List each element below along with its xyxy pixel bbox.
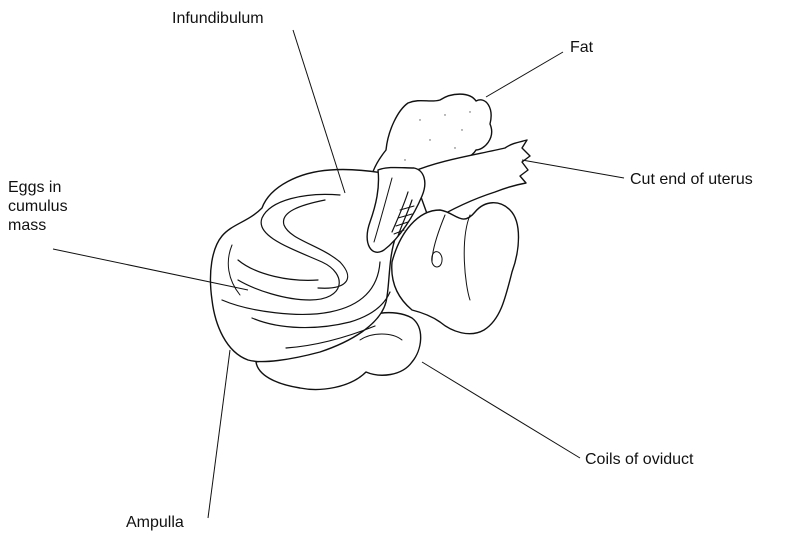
label-cut-end-of-uterus: Cut end of uterus (630, 170, 753, 189)
leader-infundibulum (293, 30, 345, 193)
leader-cut-end (522, 160, 624, 178)
leader-ampulla (208, 350, 230, 518)
label-fat: Fat (570, 38, 593, 57)
oviduct-coil-right (392, 203, 519, 334)
label-ampulla: Ampulla (126, 513, 184, 532)
leader-fat (486, 52, 563, 97)
label-eggs-line-2: cumulus (8, 197, 68, 216)
label-eggs-in-cumulus-mass: Eggs in cumulus mass (8, 178, 68, 235)
label-eggs-line-1: Eggs in (8, 178, 68, 197)
label-coils-of-oviduct: Coils of oviduct (585, 450, 694, 469)
leader-coils (422, 362, 580, 458)
label-infundibulum: Infundibulum (172, 9, 264, 28)
label-eggs-line-3: mass (8, 216, 68, 235)
